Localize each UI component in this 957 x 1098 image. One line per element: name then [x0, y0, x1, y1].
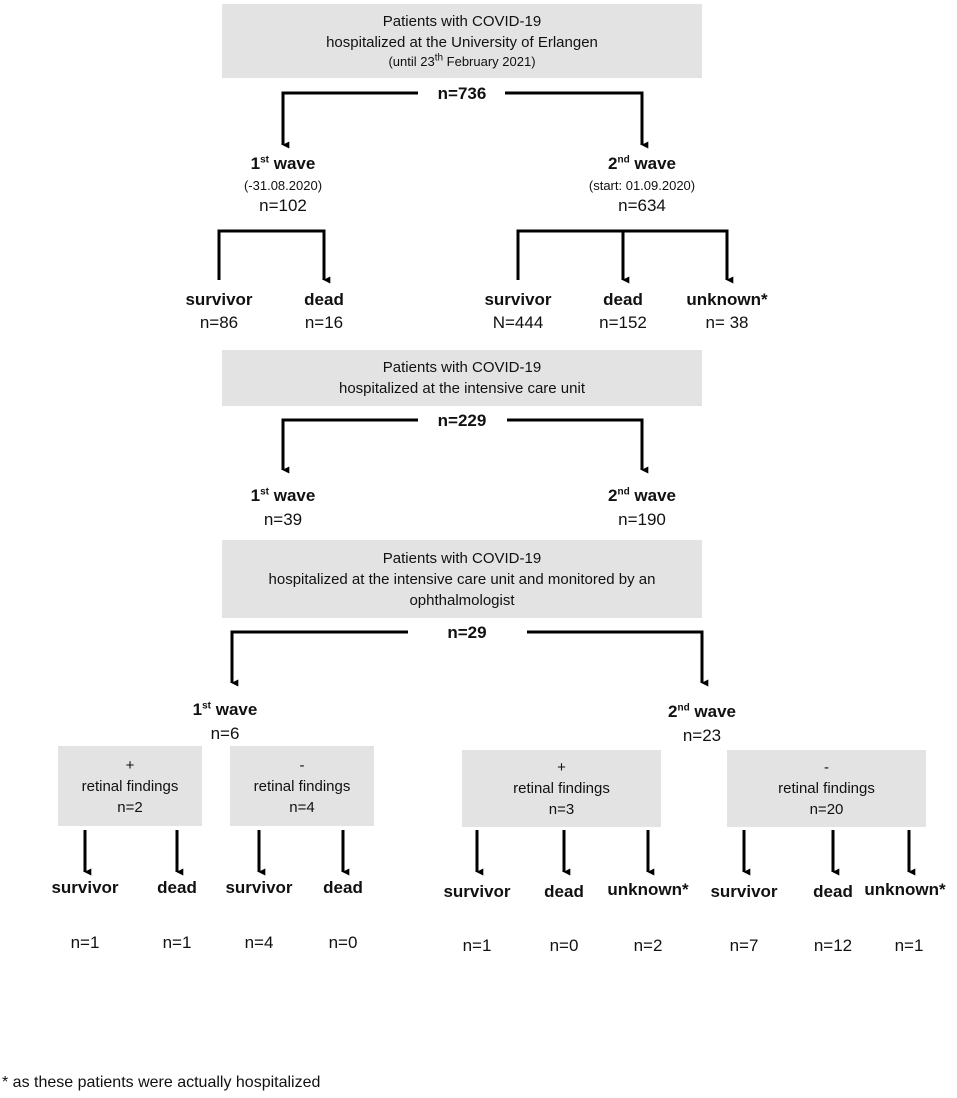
rf4-survivor-count: n=7 — [729, 936, 759, 955]
wave1-block: 1st wave (-31.08.2020) n=102 — [183, 154, 383, 216]
rf1-survivor-count: n=1 — [70, 933, 100, 952]
w2-unknown: unknown* n= 38 — [672, 290, 782, 333]
w1-dead-label: dead — [304, 290, 344, 309]
connector-top-left — [281, 91, 418, 149]
rf1-sign: + — [125, 756, 135, 774]
wave1-title: 1st wave — [250, 154, 316, 173]
box1-line3: (until 23th February 2021) — [388, 52, 536, 69]
wave1-date: (-31.08.2020) — [243, 178, 323, 193]
oph-wave1-title: 1st wave — [192, 700, 258, 719]
w2-unknown-label: unknown* — [686, 290, 768, 309]
rf1-label: retinal findings — [81, 777, 179, 795]
icu-wave2: 2nd wave n=190 — [542, 486, 742, 530]
rf3-survivor-label: survivor — [443, 882, 511, 901]
rf2-label: retinal findings — [253, 777, 351, 795]
box-rf2: - retinal findings n=4 — [230, 746, 374, 826]
icu-wave2-title: 2nd wave — [608, 486, 676, 505]
oph-wave2-count: n=23 — [682, 726, 722, 745]
w1-survivor: survivor n=86 — [169, 290, 269, 333]
w2-survivor-count: N=444 — [492, 313, 544, 332]
w2-dead: dead n=152 — [573, 290, 673, 333]
rf2-count: n=4 — [289, 798, 315, 816]
rf1-dead-label: dead — [157, 878, 197, 897]
wave2-block: 2nd wave (start: 01.09.2020) n=634 — [542, 154, 742, 216]
w1-survivor-count: n=86 — [199, 313, 239, 332]
w1-dead-count: n=16 — [304, 313, 344, 332]
box2-line1: Patients with COVID-19 — [382, 359, 542, 376]
oph-wave2: 2nd wave n=23 — [602, 702, 802, 746]
wave2-date: (start: 01.09.2020) — [588, 178, 696, 193]
total-count: n=736 — [437, 84, 487, 103]
box1-line1: Patients with COVID-19 — [382, 13, 542, 30]
oph-wave1-count: n=6 — [210, 724, 240, 743]
box1-line2: hospitalized at the University of Erlang… — [326, 34, 598, 51]
rf4-dead-label: dead — [813, 882, 853, 901]
icu-wave2-count: n=190 — [618, 510, 666, 529]
rf1-dead-count: n=1 — [162, 933, 192, 952]
rf2-dead-label: dead — [323, 878, 363, 897]
icu-wave1: 1st wave n=39 — [183, 486, 383, 530]
rf1-count: n=2 — [117, 798, 143, 816]
connector-icu-right — [507, 418, 649, 474]
rf3-count: n=3 — [548, 801, 575, 818]
connector-icu-left — [281, 418, 418, 474]
connector-oph-right — [527, 630, 709, 687]
icu-count: n=229 — [437, 411, 487, 430]
box-rf3: + retinal findings n=3 — [462, 750, 661, 827]
box3-line3: ophthalmologist — [409, 591, 515, 609]
wave2-count: n=634 — [618, 196, 666, 215]
rf3-dead-count: n=0 — [549, 936, 579, 955]
w2-survivor-label: survivor — [484, 290, 552, 309]
w2-dead-count: n=152 — [599, 313, 647, 332]
rf3-sign: + — [557, 759, 566, 776]
rf1-survivor-label: survivor — [51, 878, 119, 897]
rf2-survivor-count: n=4 — [244, 933, 274, 952]
oph-wave2-title: 2nd wave — [668, 702, 736, 721]
icu-wave1-count: n=39 — [263, 510, 303, 529]
w1-survivor-label: survivor — [185, 290, 253, 309]
connector-w1-survivor — [217, 229, 331, 284]
box-icu-ophthalmologist: Patients with COVID-19 hospitalized at t… — [222, 540, 702, 618]
rf3-dead-label: dead — [544, 882, 584, 901]
rf4-dead-count: n=12 — [813, 936, 853, 955]
w1-dead: dead n=16 — [274, 290, 374, 333]
box3-line1: Patients with COVID-19 — [382, 549, 542, 567]
box-rf4: - retinal findings n=20 — [727, 750, 926, 827]
rf4-count: n=20 — [809, 801, 844, 818]
wave2-title: 2nd wave — [608, 154, 676, 173]
box3-line2: hospitalized at the intensive care unit … — [268, 570, 656, 588]
box2-line2: hospitalized at the intensive care unit — [339, 380, 585, 397]
footnote: * as these patients were actually hospit… — [2, 1074, 321, 1091]
rf2-survivor-label: survivor — [225, 878, 293, 897]
rf3-label: retinal findings — [513, 780, 610, 797]
w2-unknown-count: n= 38 — [705, 313, 749, 332]
oph-wave1: 1st wave n=6 — [125, 700, 325, 744]
box-rf1: + retinal findings n=2 — [58, 746, 202, 826]
connector-oph-left — [230, 630, 408, 687]
rf4-label: retinal findings — [778, 780, 875, 797]
rf3-survivor-count: n=1 — [462, 936, 492, 955]
wave1-count: n=102 — [259, 196, 307, 215]
box-hospitalized-erlangen: Patients with COVID-19 hospitalized at t… — [222, 4, 702, 78]
rf4-survivor-label: survivor — [710, 882, 778, 901]
box-hospitalized-icu: Patients with COVID-19 hospitalized at t… — [222, 350, 702, 406]
w2-dead-label: dead — [603, 290, 643, 309]
connector-top-right — [505, 91, 649, 149]
icu-wave1-title: 1st wave — [250, 486, 316, 505]
rf4-unknown-label: unknown* — [864, 880, 946, 899]
w2-survivor: survivor N=444 — [468, 290, 568, 333]
rf4-unknown-count: n=1 — [894, 936, 924, 955]
rf3-unknown-count: n=2 — [633, 936, 663, 955]
rf3-unknown-label: unknown* — [607, 880, 689, 899]
oph-count: n=29 — [447, 623, 487, 642]
rf4-sign: - — [824, 759, 829, 776]
rf2-sign: - — [299, 756, 305, 774]
rf2-dead-count: n=0 — [328, 933, 358, 952]
